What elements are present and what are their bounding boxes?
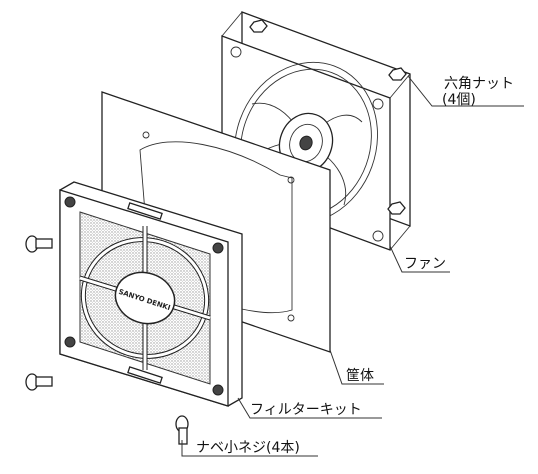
fan-leader — [389, 245, 450, 273]
filter-kit-leader — [237, 397, 382, 419]
filter-grille-icon: SANYO DENKI — [59, 181, 243, 407]
housing-label: 筐体 — [346, 367, 374, 384]
hex-nut-icon — [249, 19, 407, 215]
screw-icon — [25, 235, 189, 445]
pan-head-screw-label: ナベ小ネジ(4本) — [196, 440, 300, 456]
filter-kit-label: フィルターキット — [250, 402, 362, 418]
hex-nut-label: 六角ナット — [444, 76, 514, 92]
screw-leader — [181, 440, 318, 457]
housing-leader — [329, 349, 384, 385]
hex-nut-leader — [407, 75, 524, 107]
hex-nut-count-label: (4個) — [442, 92, 476, 108]
fan-label: ファン — [404, 256, 446, 272]
